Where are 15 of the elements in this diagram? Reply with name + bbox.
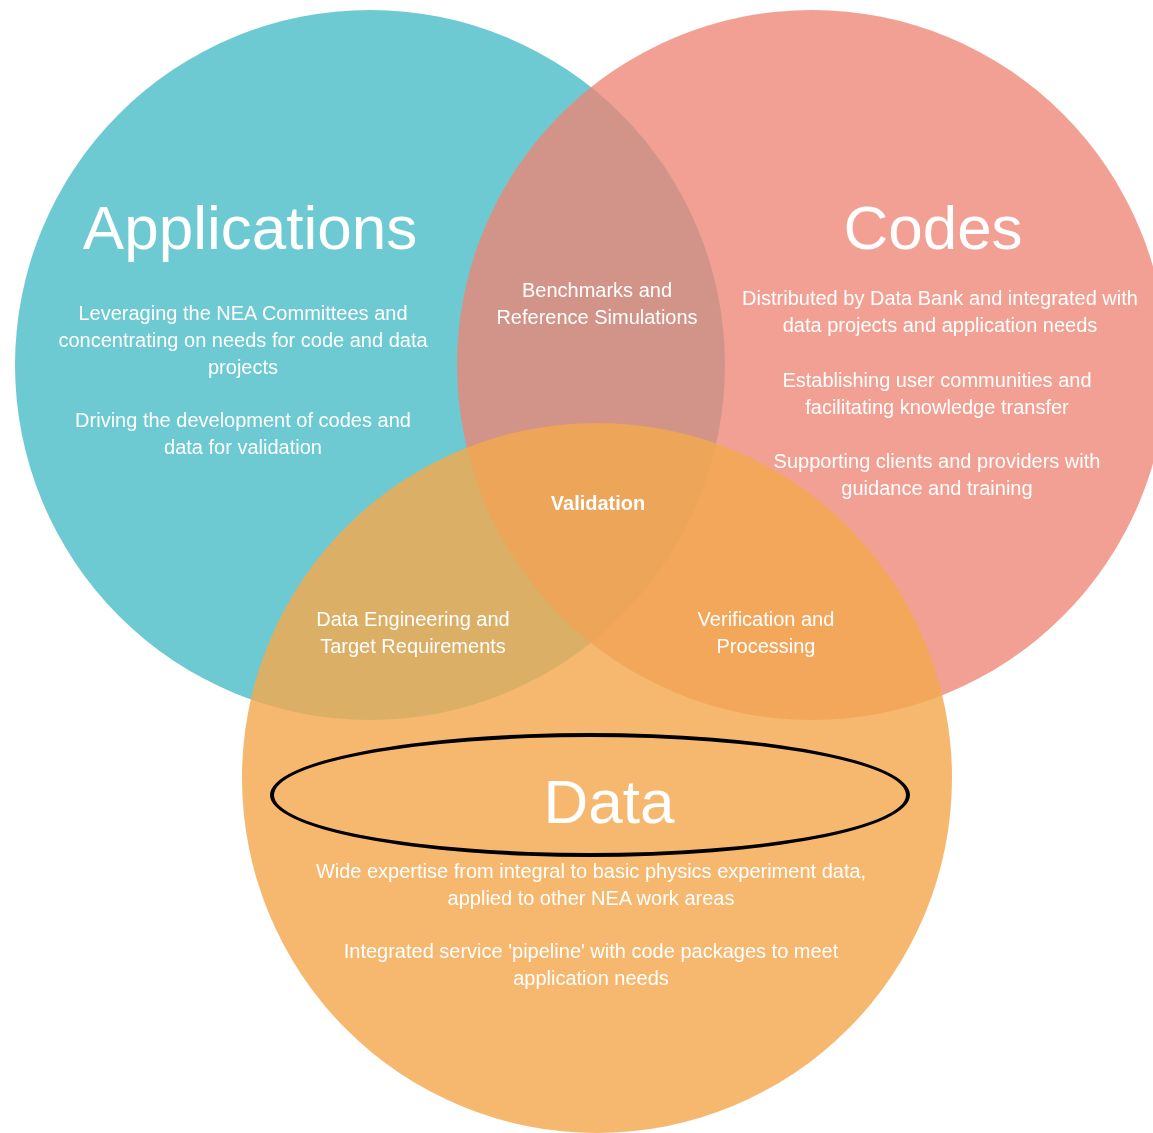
- description-text: Establishing user communities and facilitating knowledge transfer: [781, 368, 1093, 420]
- circle-title: Codes: [842, 193, 1024, 263]
- description-text: Supporting clients and providers with guidance and training: [772, 449, 1102, 501]
- overlap-label: Data Engineering and Target Requirements: [315, 607, 511, 659]
- description-text: Wide expertise from integral to basic physics experiment data, applied to other NEA work areas: [314, 859, 868, 911]
- description-text: Driving the development of codes and data for validation: [74, 408, 412, 460]
- overlap-label: Benchmarks and Reference Simulations: [495, 278, 699, 330]
- overlap-label: Verification and Processing: [696, 607, 836, 659]
- overlap-label: Validation: [549, 491, 647, 516]
- description-text: Distributed by Data Bank and integrated with data projects and application needs: [741, 286, 1139, 338]
- circle-title: Data: [542, 767, 676, 837]
- description-text: Integrated service 'pipeline' with code packages to meet application needs: [342, 939, 840, 991]
- highlight-ellipse: [270, 733, 910, 857]
- description-text: Leveraging the NEA Committees and concentrating on needs for code and data projects: [57, 301, 429, 380]
- circle-title: Applications: [81, 193, 419, 263]
